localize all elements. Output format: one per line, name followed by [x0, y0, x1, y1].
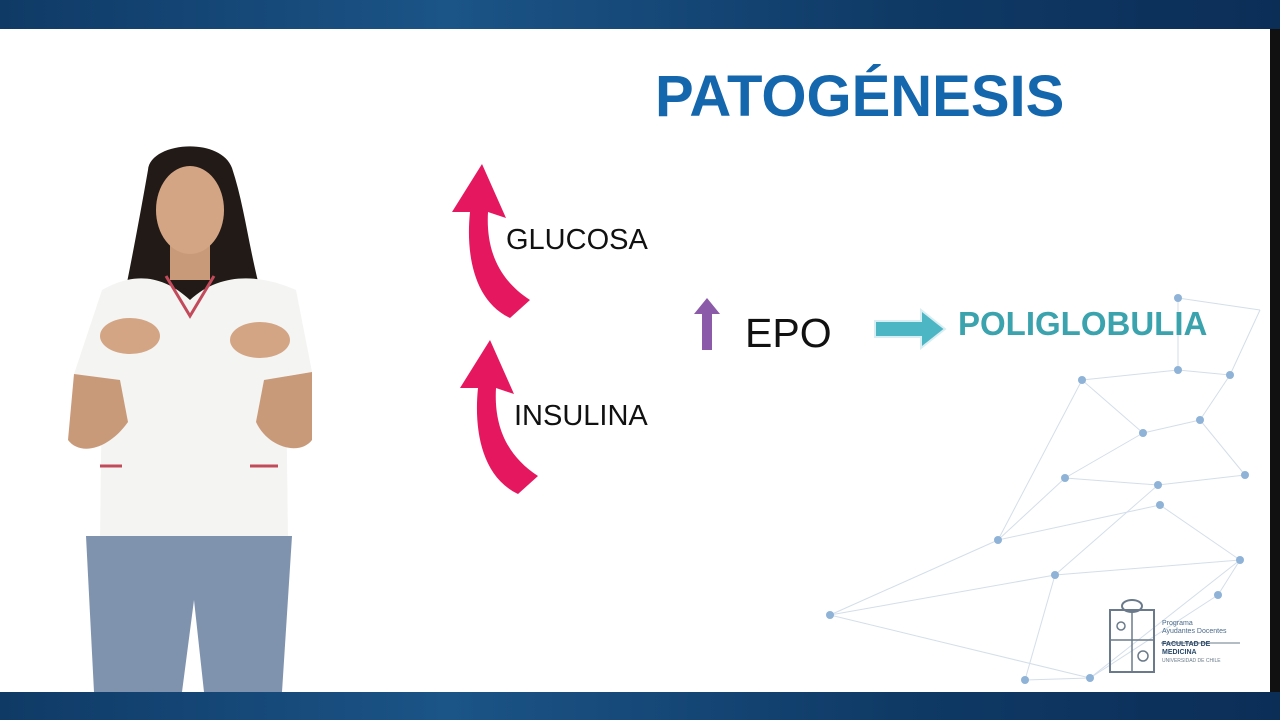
up-arrow-icon [694, 298, 720, 350]
epo-label: EPO [745, 310, 832, 356]
right-edge [1270, 29, 1280, 692]
bottom-bar [0, 692, 1280, 720]
curved-up-arrow-icon [460, 340, 538, 494]
poliglobulia-label: POLIGLOBULIA [958, 305, 1208, 342]
right-arrow-icon [874, 308, 947, 350]
glucosa-label: GLUCOSA [506, 224, 648, 256]
insulina-label: INSULINA [514, 400, 648, 432]
presenter-figure [68, 146, 312, 692]
logo-line-ayudantes: Ayudantes Docentes [1162, 628, 1227, 635]
network-background [826, 294, 1261, 684]
top-bar [0, 0, 1280, 29]
logo-line-programa: Programa [1162, 620, 1193, 627]
program-logo-text: Programa Ayudantes Docentes FACULTAD DE … [1162, 620, 1242, 665]
university-seal-logo [1109, 599, 1240, 673]
logo-line-facultad: FACULTAD DE MEDICINA [1162, 641, 1211, 656]
logo-line-universidad: UNIVERSIDAD DE CHILE [1162, 658, 1221, 664]
slide-title: PATOGÉNESIS [655, 64, 1065, 129]
curved-up-arrow-icon [452, 164, 530, 318]
